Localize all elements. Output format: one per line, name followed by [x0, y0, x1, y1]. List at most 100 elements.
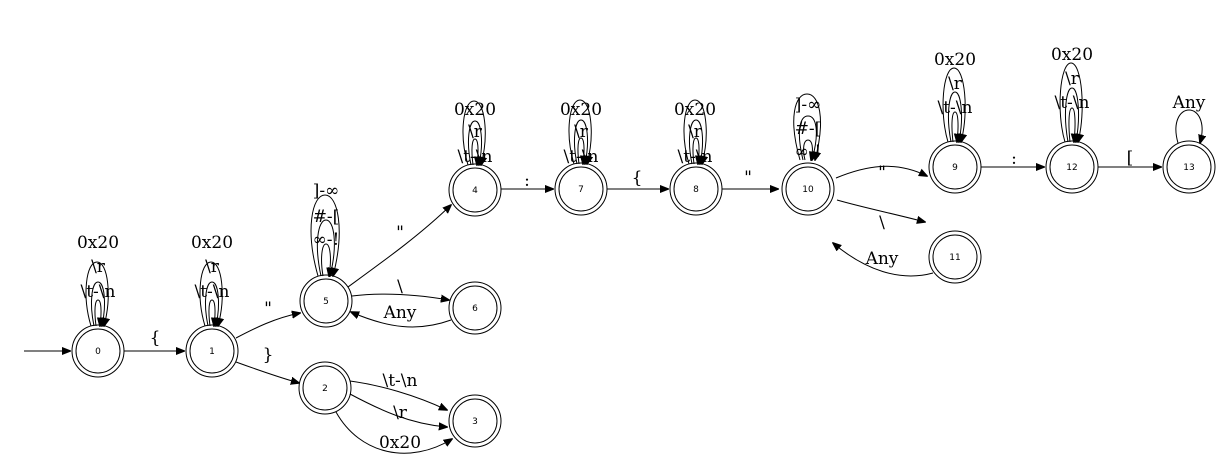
state-node-2: 2 [298, 361, 352, 415]
state-outer-ring [185, 324, 239, 378]
edge-12-to-12: \r [1064, 69, 1080, 142]
edges-layer: 0x20\r\t-\n{0x20\r\t-\n"}\t-\n\r0x20]-∞#… [77, 45, 1206, 454]
state-outer-ring [448, 163, 502, 217]
edge-9-to-9: 0x20 [934, 50, 976, 142]
edge-arrow [204, 281, 218, 326]
edge-arrow [349, 380, 447, 410]
edge-4-to-4: \t-\n [458, 138, 493, 167]
edge-label: { [150, 328, 161, 348]
edge-label: 0x20 [379, 433, 421, 453]
state-inner-ring [452, 285, 498, 331]
edge-12-to-12: \t-\n [1055, 93, 1090, 142]
edge-5-to-5: #-[ [313, 207, 340, 276]
edge-9-to-9: \r [947, 74, 963, 142]
state-outer-ring [669, 162, 723, 216]
edge-label: \r [468, 122, 483, 142]
edge-label: ∞-! [795, 142, 822, 162]
edge-label: \t-\n [938, 98, 973, 118]
edge-arrow [467, 120, 481, 165]
edge-label: " [396, 223, 404, 243]
state-inner-ring [558, 166, 604, 212]
state-outer-ring [1045, 140, 1099, 194]
state-node-13: 13 [1162, 140, 1216, 194]
state-label: 13 [1183, 163, 1194, 173]
state-inner-ring [1049, 144, 1095, 190]
state-node-0: 0 [71, 324, 125, 378]
edge-5-to-5: ∞-! [313, 230, 339, 276]
state-inner-ring [452, 167, 498, 213]
edge-8-to-10: " [722, 168, 778, 189]
edge-label: 0x20 [191, 233, 233, 253]
edge-1-to-5: " [235, 299, 300, 339]
edge-arrow [85, 261, 108, 326]
edge-arrow [462, 100, 485, 165]
edge-10-to-11: \ [836, 199, 925, 233]
edge-label: 0x20 [454, 100, 496, 120]
edge-label: \r [948, 74, 963, 94]
edge-7-to-7: 0x20 [560, 99, 602, 164]
edge-label: \t-\n [383, 371, 418, 391]
edge-label: #-[ [795, 119, 822, 139]
state-outer-ring [448, 281, 502, 335]
edge-label: \r [205, 257, 220, 277]
edge-0-to-0: \t-\n [81, 282, 116, 326]
state-outer-ring [299, 274, 353, 328]
edge-label: : [1011, 149, 1017, 169]
state-node-1: 1 [185, 324, 239, 378]
state-node-8: 8 [669, 162, 723, 216]
state-inner-ring [785, 166, 831, 212]
edge-1-to-1: \r [204, 257, 220, 326]
edge-arrow [471, 138, 478, 165]
edge-8-to-8: \t-\n [678, 137, 713, 167]
edge-arrow [1064, 87, 1078, 142]
edge-label: \t-\n [458, 147, 493, 167]
edge-arrow [310, 194, 340, 276]
state-node-12: 12 [1045, 140, 1099, 194]
state-outer-ring [448, 394, 502, 448]
edge-5-to-4: " [347, 205, 451, 288]
state-outer-ring [71, 324, 125, 378]
edge-label: { [632, 168, 643, 188]
edge-label: \t-\n [678, 147, 713, 167]
edge-8-to-8: \r [688, 119, 703, 164]
edge-label: \t-\n [564, 147, 599, 167]
edge-arrow [947, 91, 961, 142]
edge-10-to-10: ∞-! [795, 139, 822, 162]
edge-10-to-9: " [835, 163, 927, 183]
edge-label: \ [879, 213, 885, 233]
edge-arrow [683, 99, 706, 164]
edge-0-to-0: 0x20 [77, 233, 119, 326]
state-inner-ring [302, 365, 348, 411]
edge-arrow [351, 312, 452, 328]
edge-2-to-3: 0x20 [335, 411, 452, 454]
edge-label: #-[ [313, 207, 340, 227]
edge-2-to-3: \r [349, 393, 447, 427]
edge-label: : [524, 171, 530, 191]
state-outer-ring [928, 140, 982, 194]
edge-1-to-1: \t-\n [195, 282, 230, 326]
edge-arrow [692, 137, 699, 164]
edge-label: \r [1065, 69, 1080, 89]
edge-label: \r [91, 257, 106, 277]
state-inner-ring [75, 328, 121, 374]
edge-11-to-10: Any [833, 243, 934, 277]
state-inner-ring [189, 328, 235, 374]
edge-label: \ [397, 277, 403, 297]
edge-1-to-1: 0x20 [191, 233, 233, 326]
edge-0-to-1: { [124, 328, 184, 351]
edge-arrow [803, 139, 813, 160]
state-label: 3 [472, 417, 478, 427]
state-inner-ring [452, 398, 498, 444]
edge-label: " [744, 168, 752, 188]
state-node-5: 5 [299, 274, 353, 328]
edge-1-to-2: } [235, 345, 299, 383]
state-inner-ring [932, 144, 978, 190]
edge-arrow [798, 115, 816, 160]
state-node-3: 3 [448, 394, 502, 448]
edge-arrow [1175, 109, 1202, 143]
edge-label: Any [1172, 93, 1206, 113]
state-label: 10 [802, 185, 814, 195]
state-node-6: 6 [448, 281, 502, 335]
state-inner-ring [673, 166, 719, 212]
